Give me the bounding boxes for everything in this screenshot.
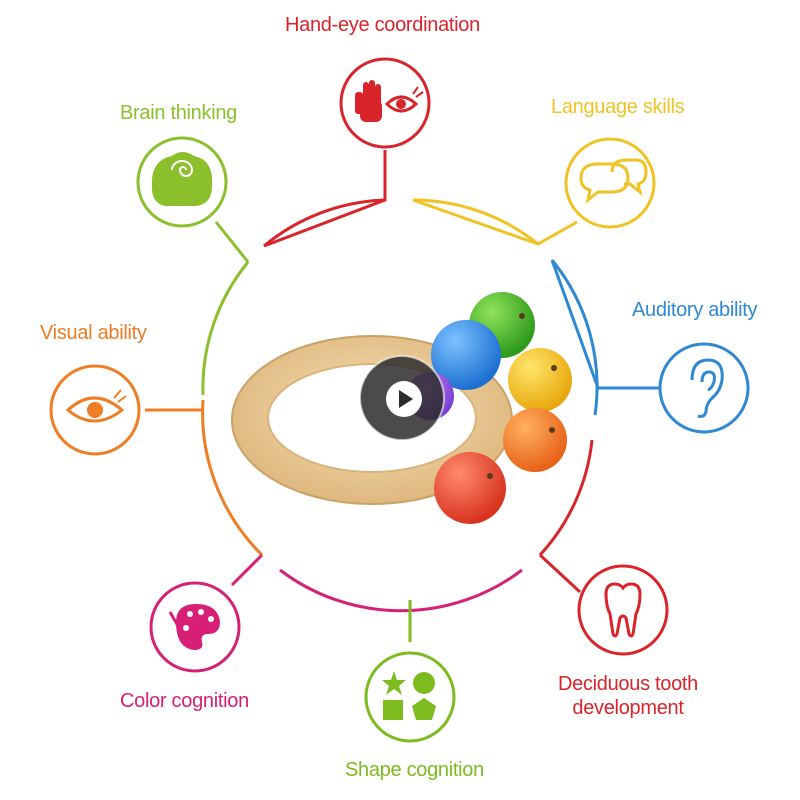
label-language-skills: Language skills <box>551 96 685 118</box>
play-button[interactable] <box>359 355 445 441</box>
eye-icon <box>65 389 127 423</box>
ring-segment-visual <box>201 399 264 557</box>
connector-color <box>230 553 264 587</box>
label-color-cognition: Color cognition <box>120 690 249 712</box>
ring-segment-brain <box>201 261 250 396</box>
hand-eye-icon <box>355 80 424 122</box>
label-deciduous-tooth-development: Deciduous tooth development <box>551 672 705 720</box>
visual-circle <box>49 364 141 456</box>
color-circle <box>149 581 241 673</box>
label-auditory-ability: Auditory ability <box>632 299 758 321</box>
label-brain-thinking: Brain thinking <box>120 102 237 124</box>
connectors <box>145 150 660 642</box>
language-circle <box>564 137 656 229</box>
ring-segment-hand-eye <box>263 198 386 248</box>
connector-hand-eye <box>263 150 387 248</box>
palette-icon <box>168 604 220 650</box>
brain-icon <box>151 152 213 206</box>
shape-circle <box>364 651 456 743</box>
label-tooth-line1: Deciduous tooth <box>557 673 699 695</box>
ring-segment-shape <box>279 568 523 613</box>
hand-eye-circle <box>339 57 431 149</box>
connector-auditory <box>550 259 660 390</box>
ring-segment-language <box>412 198 539 246</box>
label-visual-ability: Visual ability <box>40 322 147 344</box>
connector-tooth <box>538 553 582 594</box>
play-icon <box>399 390 413 408</box>
ear-icon <box>690 358 724 418</box>
connector-language <box>412 198 578 246</box>
label-hand-eye-coordination: Hand-eye coordination <box>285 14 480 36</box>
speech-bubbles-icon <box>579 158 648 204</box>
tooth-icon <box>604 582 642 638</box>
label-shape-cognition: Shape cognition <box>345 759 484 781</box>
ring-segment-auditory <box>550 259 599 416</box>
brain-circle <box>136 136 228 228</box>
segmented-ring <box>201 198 599 613</box>
label-tooth-line2: development <box>572 697 684 719</box>
shapes-icon <box>382 671 436 720</box>
tooth-circle <box>577 564 669 656</box>
connector-brain <box>214 221 250 263</box>
auditory-circle <box>658 342 750 434</box>
ring-segment-tooth <box>538 439 594 557</box>
